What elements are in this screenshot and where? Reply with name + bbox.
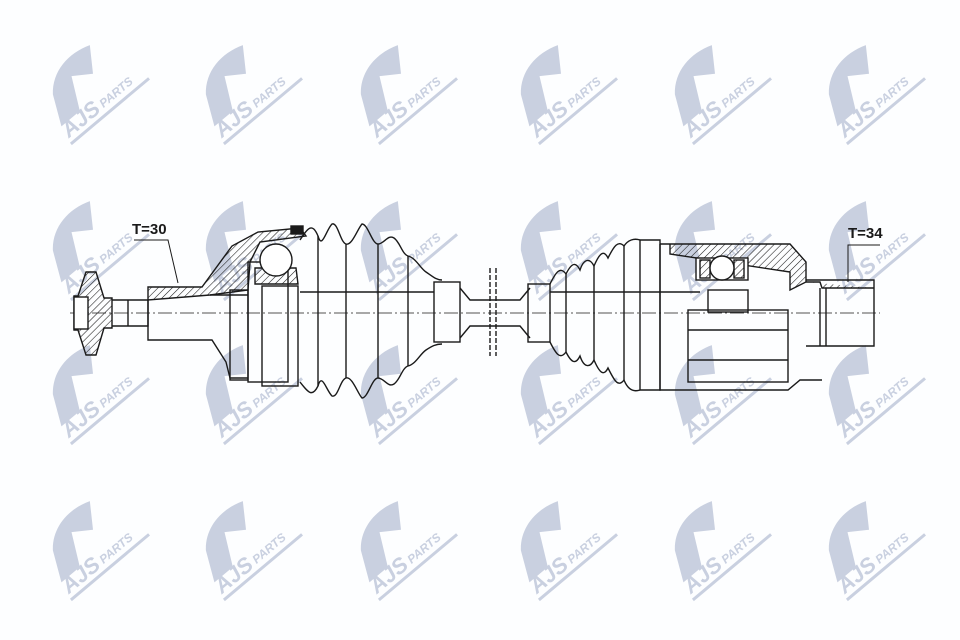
dimension-leader-left bbox=[134, 239, 179, 284]
outer-cv-boot bbox=[299, 223, 461, 399]
thickness-label-left: T=30 bbox=[132, 221, 167, 238]
outer-flange bbox=[73, 271, 149, 356]
dimension-leader-right bbox=[847, 244, 880, 282]
inner-tripod-housing bbox=[639, 239, 822, 391]
inner-cv-boot bbox=[527, 238, 700, 392]
inner-stub-shaft bbox=[806, 279, 875, 347]
thickness-label-right: T=34 bbox=[848, 225, 883, 242]
outer-cv-housing bbox=[147, 225, 308, 387]
intermediate-shaft bbox=[300, 268, 531, 356]
